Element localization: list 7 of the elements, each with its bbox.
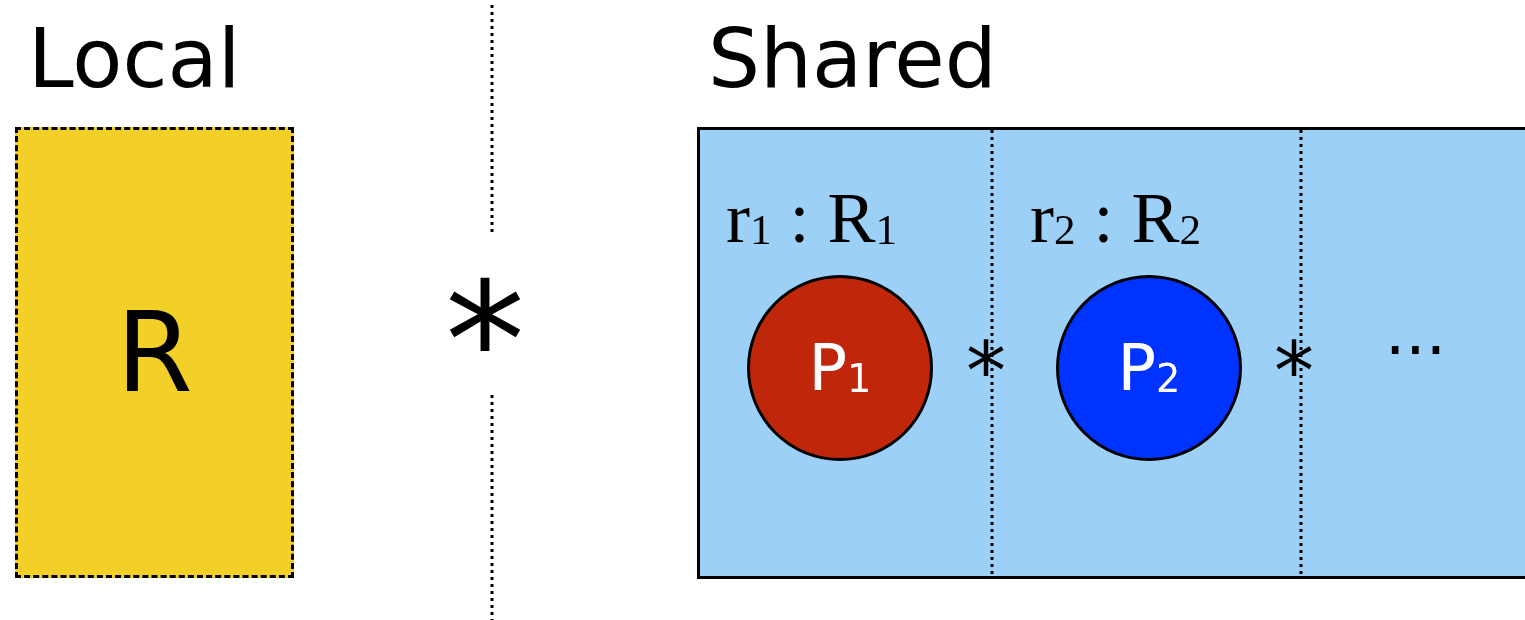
box-letter: R [116, 297, 193, 408]
ellipsis: ··· [1385, 318, 1447, 382]
heading: Local [28, 18, 241, 100]
operator-symbol: * [1274, 332, 1314, 412]
operator-symbol: * [445, 262, 525, 422]
heading: Shared [708, 18, 997, 100]
operator-symbol: * [966, 332, 1006, 412]
